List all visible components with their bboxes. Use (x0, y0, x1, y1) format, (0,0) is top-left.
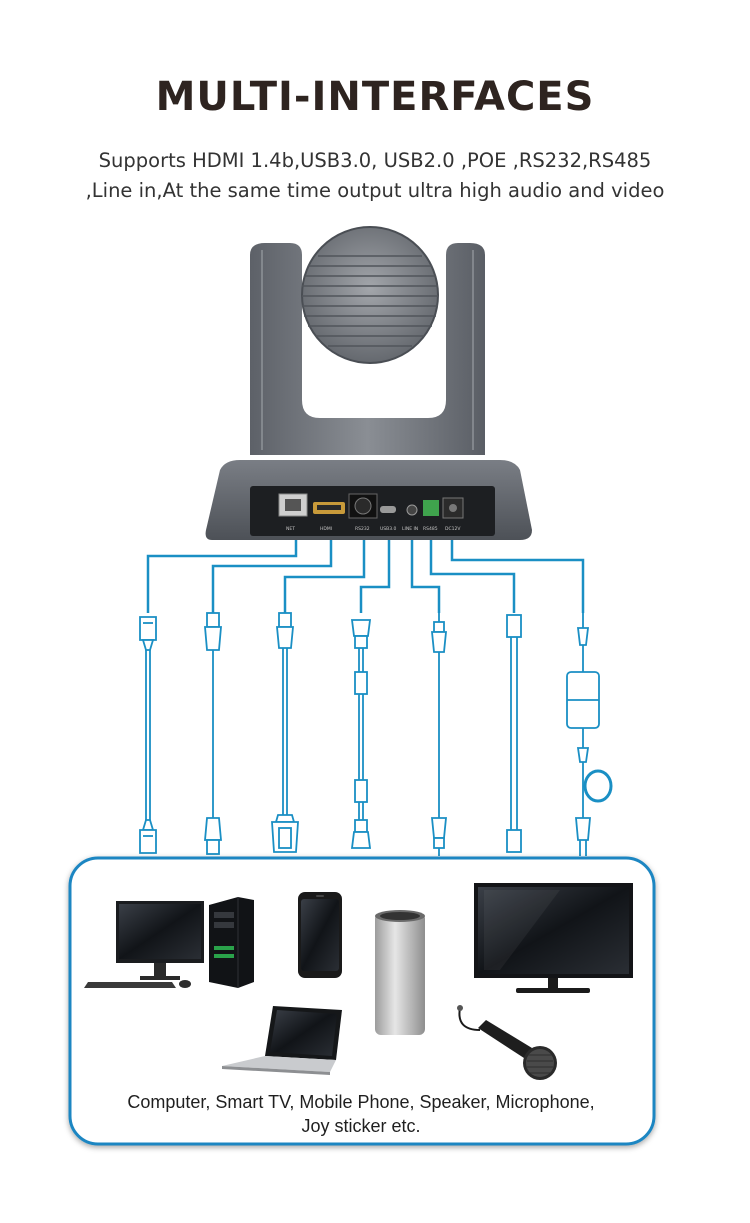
page-title: MULTI-INTERFACES (155, 74, 595, 120)
port-label-line-in: LINE IN (402, 526, 418, 532)
lens-grille (302, 255, 438, 347)
microphone-icon (457, 1005, 557, 1080)
usb2-cable (204, 612, 222, 855)
network-cable (139, 616, 157, 854)
port-label-rs485: RS485 (423, 526, 438, 532)
line-in-port (406, 504, 418, 516)
subtitle-line-1: Supports HDMI 1.4b,USB3.0, USB2.0 ,POE ,… (98, 149, 652, 172)
speaker-icon (375, 910, 425, 1035)
rs232-cable (271, 612, 299, 853)
power-cable (566, 613, 613, 856)
audio-cable (431, 613, 447, 856)
port-label-dc: DC12V (445, 526, 461, 532)
cables (139, 612, 613, 856)
mobile-phone-icon (298, 892, 342, 978)
camera-yoke (250, 243, 485, 455)
usb-port (380, 506, 396, 513)
rs485-cable (506, 614, 522, 853)
smart-tv-icon (474, 883, 633, 993)
hdmi-cable (350, 619, 372, 849)
camera-lens-housing (301, 226, 439, 364)
port-label-rs232: RS232 (355, 526, 370, 532)
devices-caption-line-2: Joy sticker etc. (301, 1116, 421, 1136)
connection-lines (146, 540, 585, 613)
computer-icon (84, 897, 254, 988)
port-label-hdmi: HDMI (320, 526, 332, 532)
ptz-camera: NET HDMI RS232 USB3.0 LINE IN RS485 DC12… (205, 226, 532, 540)
laptop-icon (222, 1006, 342, 1075)
devices-caption-line-1: Computer, Smart TV, Mobile Phone, Speake… (127, 1092, 595, 1112)
rs485-port (423, 500, 439, 516)
port-label-net: NET (286, 526, 295, 532)
subtitle-line-2: ,Line in,At the same time output ultra h… (85, 179, 665, 202)
camera-ports (278, 493, 464, 519)
port-label-usb: USB3.0 (380, 526, 397, 532)
